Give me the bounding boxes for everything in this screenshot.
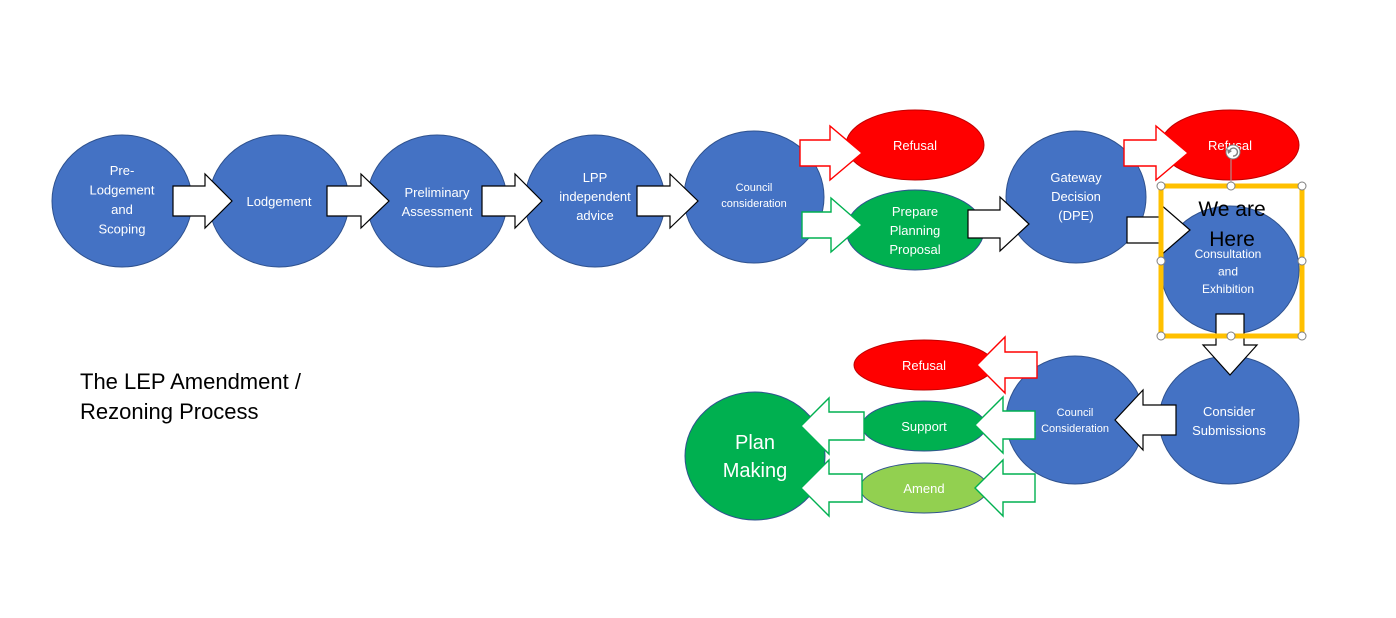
node-lpp-advice-label: LPP independent advice xyxy=(559,170,631,223)
label-line: Preliminary xyxy=(404,185,470,200)
label-line: Scoping xyxy=(99,222,146,237)
arrow-right-icon xyxy=(801,196,864,254)
resize-handle-icon[interactable] xyxy=(1297,331,1307,341)
label-line: independent xyxy=(559,189,631,204)
label-line: Prepare xyxy=(892,204,938,219)
label-line: and xyxy=(1218,265,1238,279)
node-lodgement-label: Lodgement xyxy=(246,194,311,209)
arrow-right-icon xyxy=(481,172,543,230)
label-line: Rezoning Process xyxy=(80,399,259,424)
arrow-right-icon xyxy=(799,124,864,182)
resize-handle-icon[interactable] xyxy=(1226,181,1236,191)
label-line: Council xyxy=(1057,407,1094,419)
resize-handle-icon[interactable] xyxy=(1156,256,1166,266)
arrow-right-icon xyxy=(967,195,1030,253)
label-line: Council xyxy=(736,182,773,194)
rotate-handle-icon[interactable] xyxy=(1225,144,1241,160)
node-gateway-decision xyxy=(1005,130,1147,264)
label-line: Amend xyxy=(903,481,944,496)
resize-handle-icon[interactable] xyxy=(1156,181,1166,191)
label-line: Here xyxy=(1209,228,1255,251)
label-line: The LEP Amendment / xyxy=(80,369,302,394)
label-line: We are xyxy=(1198,198,1265,221)
resize-handle-icon[interactable] xyxy=(1297,256,1307,266)
node-plan-making xyxy=(684,391,826,521)
label-line: Refusal xyxy=(893,138,937,153)
label-line: Assessment xyxy=(402,204,473,219)
label-line: LPP xyxy=(583,170,608,185)
resize-handle-icon[interactable] xyxy=(1156,331,1166,341)
arrow-left-icon xyxy=(800,396,865,456)
label-line: Submissions xyxy=(1192,423,1266,438)
arrow-left-icon xyxy=(976,335,1038,395)
label-line: (DPE) xyxy=(1058,208,1093,223)
label-line: Lodgement xyxy=(89,183,154,198)
arrow-left-icon xyxy=(1114,388,1177,452)
label-line: Consultation xyxy=(1195,247,1262,261)
arrow-left-icon xyxy=(974,458,1036,518)
label-line: Pre- xyxy=(110,163,135,178)
node-amend-label: Amend xyxy=(903,481,944,496)
arrow-down-icon xyxy=(1201,313,1259,376)
label-line: Support xyxy=(901,419,947,434)
label-line: Gateway xyxy=(1050,170,1102,185)
arrow-right-icon xyxy=(172,172,233,230)
resize-handle-icon[interactable] xyxy=(1297,181,1307,191)
label-line: Exhibition xyxy=(1202,282,1254,296)
label-line: Refusal xyxy=(902,358,946,373)
label-line: Making xyxy=(723,460,787,482)
node-refusal-3-label: Refusal xyxy=(902,358,946,373)
resize-handle-icon[interactable] xyxy=(1226,331,1236,341)
label-line: Planning xyxy=(890,223,941,238)
arrow-right-icon xyxy=(636,172,699,230)
label-line: consideration xyxy=(721,198,786,210)
label-line: advice xyxy=(576,208,614,223)
arrow-left-icon xyxy=(800,458,863,518)
label-line: Consider xyxy=(1203,404,1256,419)
label-line: Lodgement xyxy=(246,194,311,209)
node-pre-lodgement xyxy=(51,134,193,268)
label-line: Decision xyxy=(1051,189,1101,204)
arrow-left-icon xyxy=(974,395,1036,455)
arrow-right-icon xyxy=(1123,124,1190,182)
diagram-title: The LEP Amendment / Rezoning Process xyxy=(80,369,302,424)
label-line: Proposal xyxy=(889,242,940,257)
node-consider-submissions xyxy=(1158,355,1300,485)
node-council-consideration-1-label: Council consideration xyxy=(721,182,786,210)
node-refusal-1-label: Refusal xyxy=(893,138,937,153)
arrow-right-icon xyxy=(326,172,390,230)
node-support-label: Support xyxy=(901,419,947,434)
label-line: and xyxy=(111,202,133,217)
label-line: Plan xyxy=(735,432,775,454)
label-line: Consideration xyxy=(1041,423,1109,435)
